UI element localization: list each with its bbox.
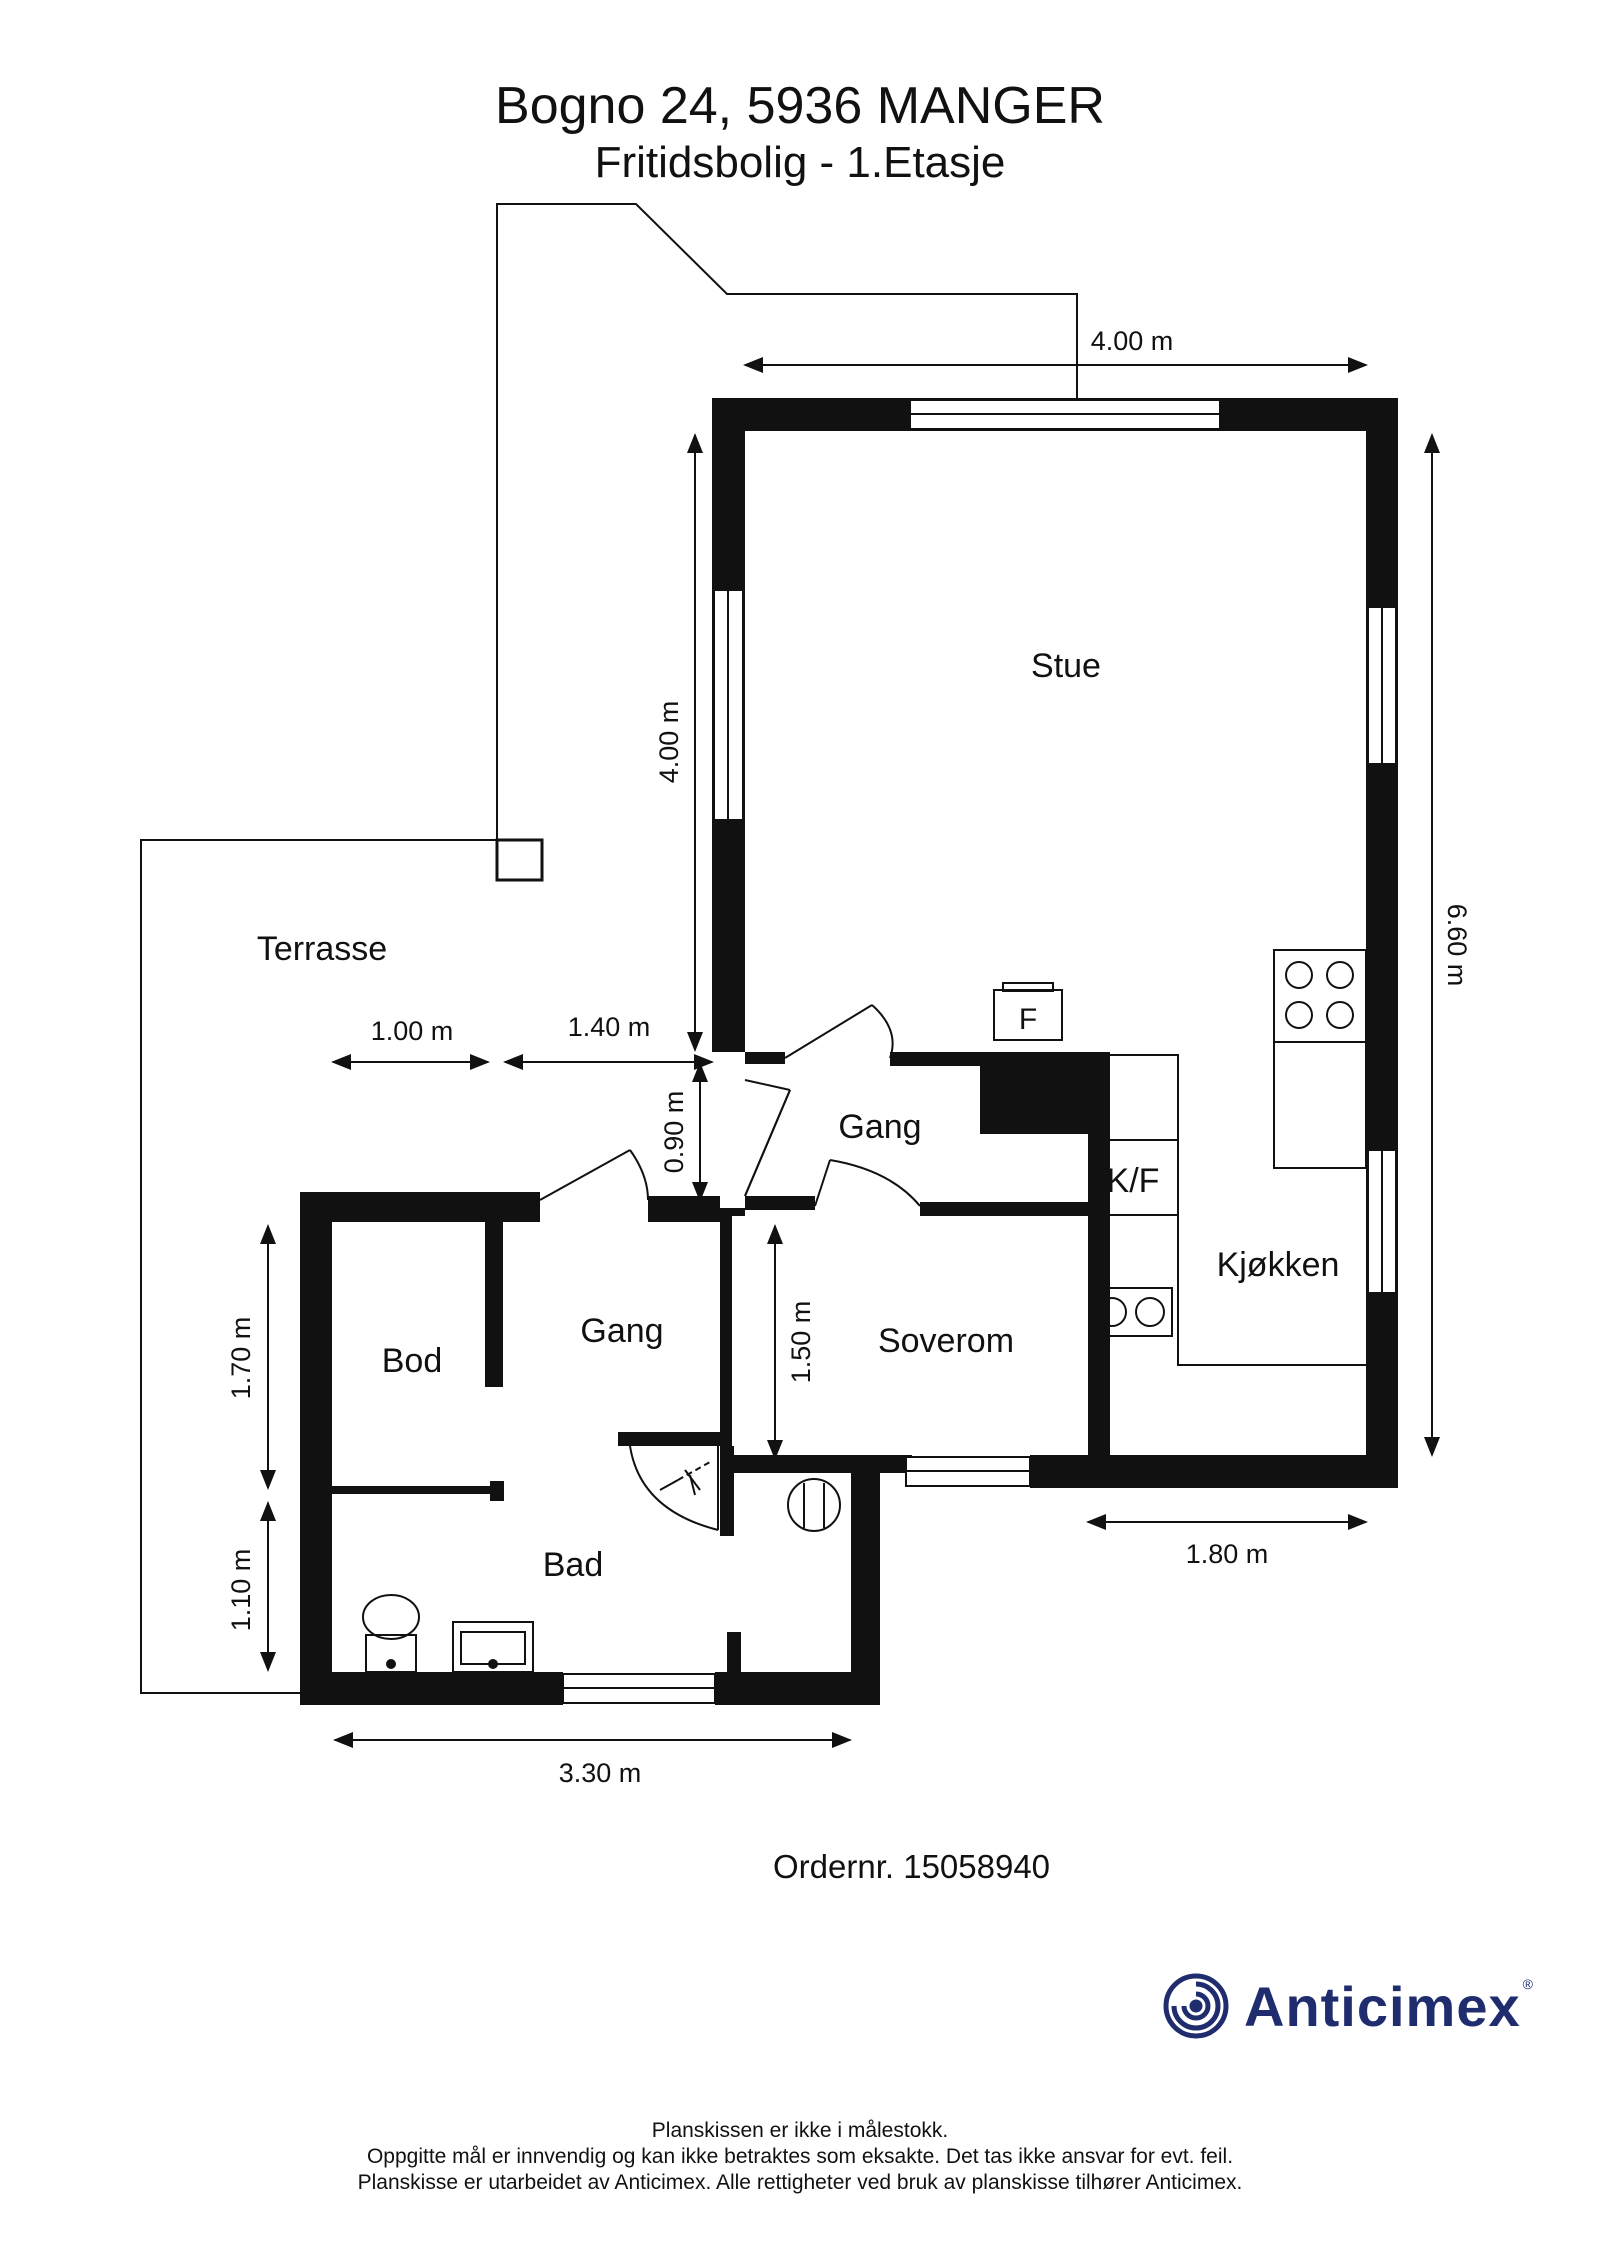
room-label-terrasse: Terrasse	[257, 930, 387, 968]
dim-bottom-width: 3.30 m	[559, 1758, 642, 1788]
dim-bod-height: 1.70 m	[226, 1317, 256, 1400]
fireplace-label: F	[1019, 1003, 1037, 1036]
room-label-gang-upper: Gang	[838, 1108, 921, 1146]
fixtures	[362, 949, 1367, 1673]
doors	[539, 1004, 921, 1531]
order-number: Ordernr. 15058940	[773, 1848, 1051, 1885]
plan-subtitle: Fritidsbolig - 1.Etasje	[594, 138, 1006, 187]
dim-top-width: 4.00 m	[1091, 326, 1174, 356]
plan-title: Bogno 24, 5936 MANGER	[495, 77, 1105, 135]
brand-name: Anticimex	[1244, 1974, 1521, 2038]
dimension-lines	[260, 357, 1440, 1748]
dim-gang-height: 0.90 m	[659, 1091, 689, 1174]
dim-total-height: 6.60 m	[1442, 904, 1472, 987]
anticimex-logo-icon	[1163, 1973, 1229, 2039]
registered-icon: ®	[1522, 1976, 1533, 1992]
dim-soverom-height: 1.50 m	[786, 1301, 816, 1384]
walls	[300, 398, 1398, 1705]
terrace-outline	[140, 203, 1078, 1694]
dim-kitchen-width: 1.80 m	[1186, 1539, 1269, 1569]
dim-terrace-a: 1.00 m	[371, 1016, 454, 1046]
anticimex-logo: Anticimex ®	[1160, 1970, 1533, 2042]
windows	[562, 399, 1397, 1704]
room-label-gang-lower: Gang	[580, 1312, 663, 1350]
room-label-bod: Bod	[382, 1342, 443, 1380]
room-label-soverom: Soverom	[878, 1322, 1014, 1360]
room-label-kf: K/F	[1107, 1162, 1160, 1200]
footer-line-2: Oppgitte mål er innvendig og kan ikke be…	[366, 2145, 1234, 2168]
dim-terrace-b: 1.40 m	[568, 1012, 651, 1042]
room-label-kjokken: Kjøkken	[1217, 1246, 1340, 1284]
footer-line-1: Planskissen er ikke i målestokk.	[651, 2119, 949, 2142]
room-label-bad: Bad	[543, 1546, 604, 1584]
dim-stue-height: 4.00 m	[654, 701, 684, 784]
room-label-stue: Stue	[1031, 647, 1101, 685]
footer-line-3: Planskisse er utarbeidet av Anticimex. A…	[357, 2171, 1243, 2194]
dim-bad-height: 1.10 m	[226, 1549, 256, 1632]
